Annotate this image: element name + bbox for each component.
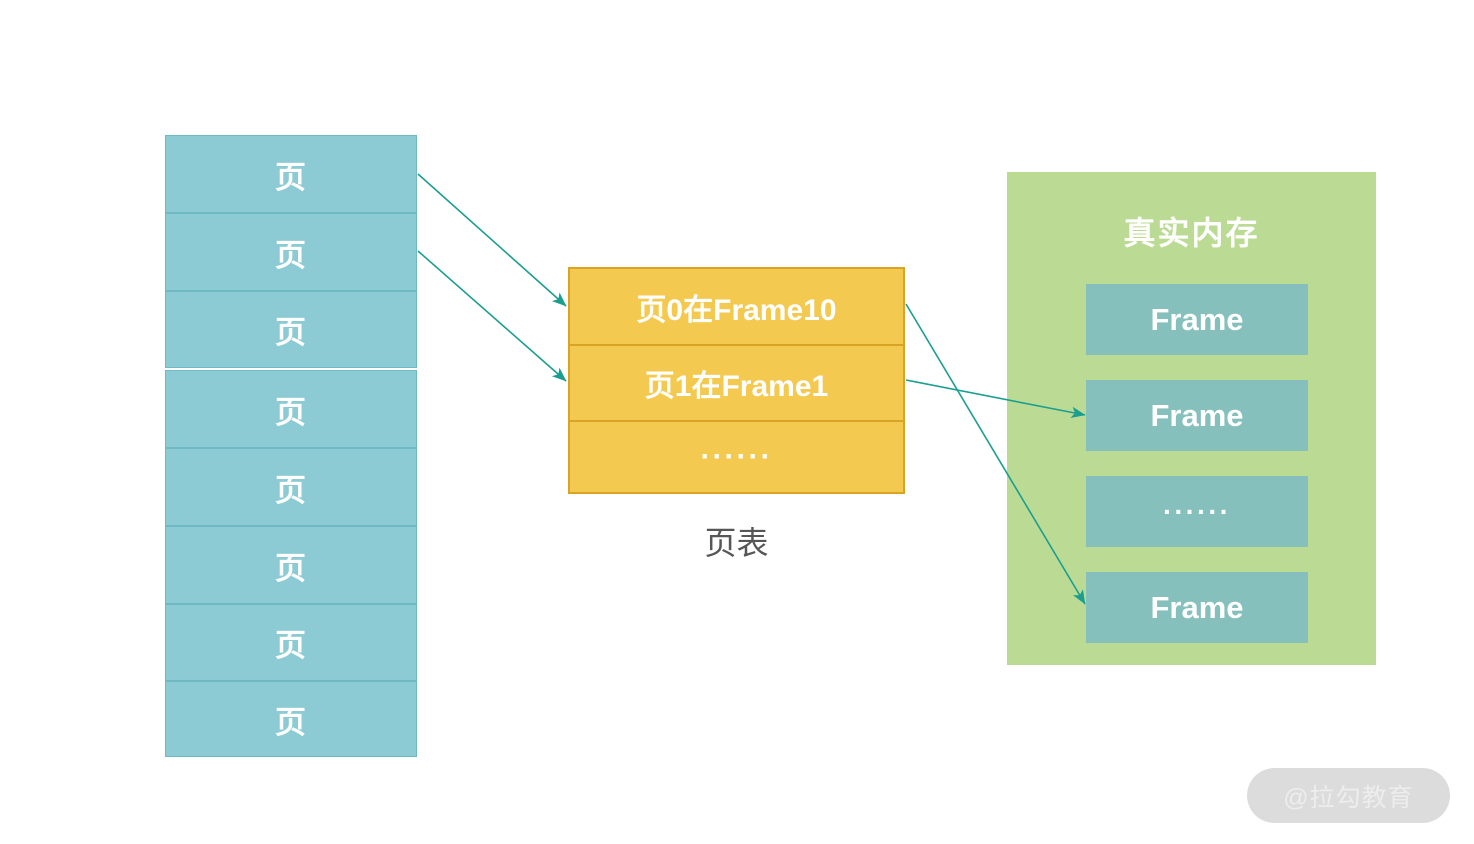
frame-label: Frame [1150, 397, 1244, 433]
frame-3: Frame [1086, 572, 1308, 643]
page-cell-label: 页 [275, 394, 307, 430]
frame-1: Frame [1086, 380, 1308, 451]
page-cell-label: 页 [275, 704, 307, 740]
frame-label: ······ [1163, 495, 1231, 527]
page-cell-4: 页 [165, 448, 417, 526]
frame-0: Frame [1086, 284, 1308, 355]
page-table-row-label: ······ [700, 440, 773, 473]
memory-box: 真实内存 Frame Frame ······ Frame [1007, 172, 1376, 665]
page-cell-3: 页 [165, 370, 417, 448]
page-cell-label: 页 [275, 159, 307, 195]
page-cell-label: 页 [275, 237, 307, 273]
page-table-row-0: 页0在Frame10 [570, 269, 903, 344]
page-cell-label: 页 [275, 315, 307, 350]
memory-title: 真实内存 [1123, 215, 1260, 251]
page-cell-7: 页 [165, 681, 417, 757]
watermark: @拉勾教育 [1247, 768, 1450, 823]
page-cell-6: 页 [165, 604, 417, 681]
page-cell-1: 页 [165, 213, 417, 291]
arrow-page1-to-pagetable-row1 [417, 250, 567, 382]
page-cell-label: 页 [275, 472, 307, 508]
page-cell-2: 页 [165, 291, 417, 368]
page-cell-0: 页 [165, 135, 417, 213]
page-cell-5: 页 [165, 526, 417, 604]
page-cell-label: 页 [275, 550, 307, 586]
pages-column: 页 页 页 页 页 页 页 页 [165, 135, 417, 757]
page-table-row-label: 页0在Frame10 [636, 293, 837, 327]
page-table-row-label: 页1在Frame1 [644, 370, 829, 403]
page-table-caption: 页表 [704, 525, 769, 561]
arrow-page0-to-pagetable-row0 [417, 173, 567, 307]
page-cell-label: 页 [275, 628, 307, 663]
frame-label: Frame [1150, 589, 1244, 625]
frame-2: ······ [1086, 476, 1308, 547]
frame-label: Frame [1150, 301, 1244, 337]
watermark-label: @拉勾教育 [1283, 783, 1414, 812]
page-table-row-2: ······ [570, 420, 903, 492]
page-table-row-1: 页1在Frame1 [570, 344, 903, 420]
page-table: 页0在Frame10 页1在Frame1 ······ [568, 267, 905, 494]
